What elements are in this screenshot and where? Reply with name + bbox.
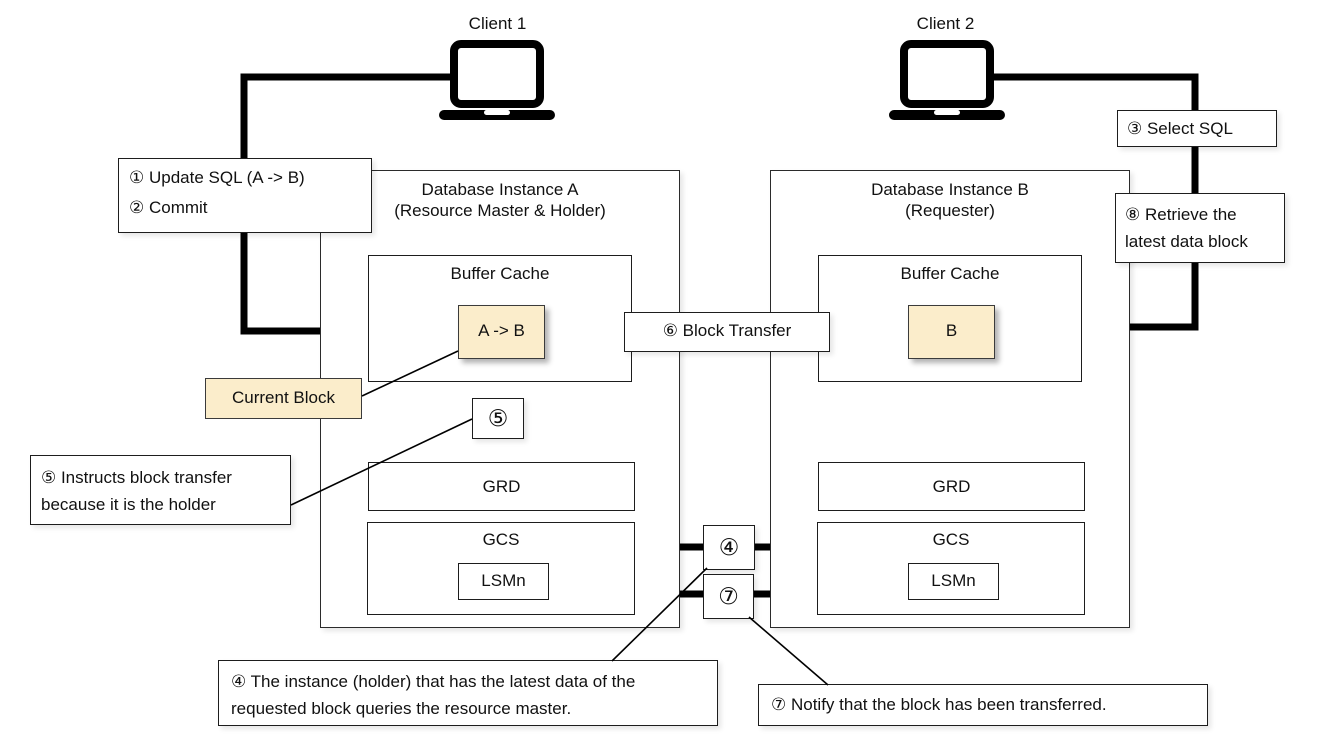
instance-a-subtitle: (Resource Master & Holder) (394, 201, 606, 221)
step4-marker: ④ (703, 525, 755, 570)
step7-note: ⑦ Notify that the block has been transfe… (758, 684, 1208, 726)
laptop1-icon (438, 40, 556, 127)
current-block-a: A -> B (458, 305, 545, 359)
received-block-b: B (908, 305, 995, 359)
step5-marker: ⑤ (472, 398, 524, 439)
instance-b-title: Database Instance B (871, 180, 1029, 199)
gcs-b-label: GCS (932, 530, 970, 549)
instance-a-title: Database Instance A (421, 180, 579, 199)
step1-label: ① Update SQL (A -> B) (129, 168, 305, 187)
buffer-cache-a-label: Buffer Cache (450, 264, 550, 283)
step3-note: ③ Select SQL (1117, 110, 1277, 147)
step12-note: ① Update SQL (A -> B) ② Commit (118, 158, 372, 233)
instance-b-subtitle: (Requester) (905, 201, 995, 221)
lsmn-a-box: LSMn (458, 563, 549, 600)
client1-label: Client 1 (468, 14, 527, 33)
step6-block-transfer-label: ⑥ Block Transfer (624, 312, 830, 352)
grd-a-box: GRD (368, 462, 635, 511)
client2-label: Client 2 (916, 14, 975, 33)
lsmn-b-box: LSMn (908, 563, 999, 600)
buffer-cache-b-label: Buffer Cache (900, 264, 1000, 283)
step4-note: ④ The instance (holder) that has the lat… (218, 660, 718, 726)
step8-note: ⑧ Retrieve the latest data block (1115, 193, 1285, 263)
step2-label: ② Commit (129, 198, 208, 217)
current-block-label: Current Block (205, 378, 362, 419)
step5-note: ⑤ Instructs block transfer because it is… (30, 455, 291, 525)
grd-b-box: GRD (818, 462, 1085, 511)
laptop2-icon (888, 40, 1006, 127)
gcs-a-label: GCS (482, 530, 520, 549)
step7-marker: ⑦ (703, 574, 754, 619)
